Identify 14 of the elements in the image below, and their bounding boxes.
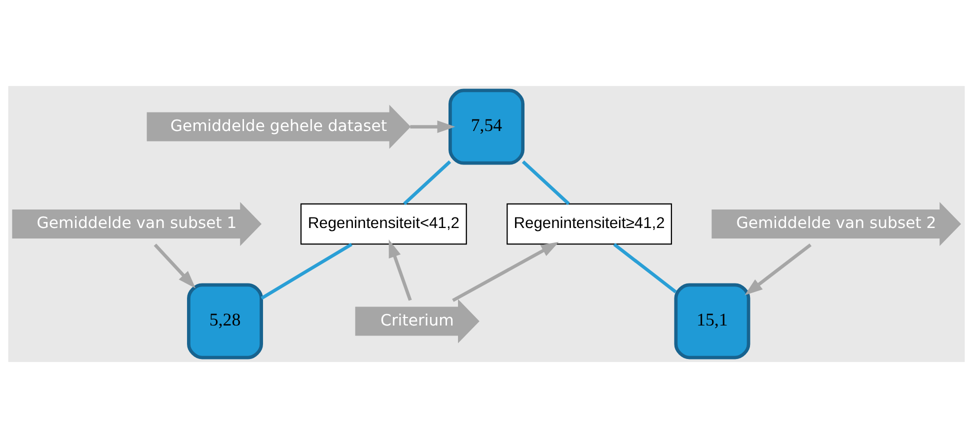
node-box: 5,28 — [187, 283, 264, 360]
arrow — [744, 243, 812, 296]
arrow — [410, 120, 456, 134]
connector — [522, 160, 570, 206]
node-box: 15,1 — [674, 283, 750, 360]
connector — [403, 160, 452, 206]
arrow — [388, 240, 412, 301]
node-box: Regenintensiteit≥41,2 — [506, 203, 672, 245]
node-box: Regenintensiteit<41,2 — [300, 203, 467, 245]
connector — [260, 242, 352, 300]
arrow — [452, 242, 559, 302]
connector — [613, 243, 677, 294]
node-box: 7,54 — [448, 88, 524, 165]
arrow — [154, 244, 196, 288]
